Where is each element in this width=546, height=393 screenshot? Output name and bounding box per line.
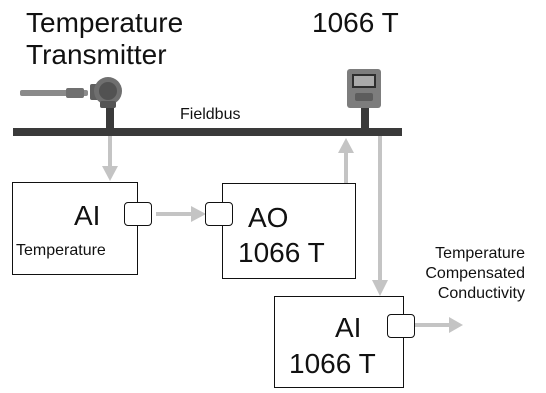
ai-1066t-name: AI [335,312,362,343]
analyzer-device-icon [347,69,381,128]
arrowhead-bus-to-ai-temperature [102,166,118,181]
device-label: 1066 T [312,7,399,38]
title-line-2: Transmitter [26,39,167,70]
temperature-transmitter-icon [20,77,122,128]
ai-temperature-output-port [124,202,152,226]
fieldbus-line [13,128,402,136]
ao-1066t-input-port [205,202,233,226]
arrowhead-ai-temperature-to-ao-1066t [191,206,206,222]
output-label-line-3: Conductivity [437,285,525,302]
fieldbus-label: Fieldbus [180,106,241,123]
ai-1066t-subtitle: 1066 T [289,348,376,379]
ai-temperature-block [12,182,138,275]
arrowhead-ao-1066t-to-bus [338,138,354,153]
output-label-line-1: Temperature [435,245,525,262]
ai-1066t-output-port [387,314,415,338]
ao-1066t-subtitle: 1066 T [238,237,325,268]
ao-1066t-name: AO [248,202,289,233]
output-label-line-2: Compensated [425,265,525,282]
ai-temperature-name: AI [74,200,101,231]
arrowhead-ai-1066t-output [449,317,463,333]
title-line-1: Temperature [26,7,184,38]
arrowhead-bus-to-ai-1066t [372,280,388,296]
ai-1066t-block [274,296,404,388]
ai-temperature-subtitle: Temperature [16,242,106,259]
ao-1066t-block [222,183,356,279]
